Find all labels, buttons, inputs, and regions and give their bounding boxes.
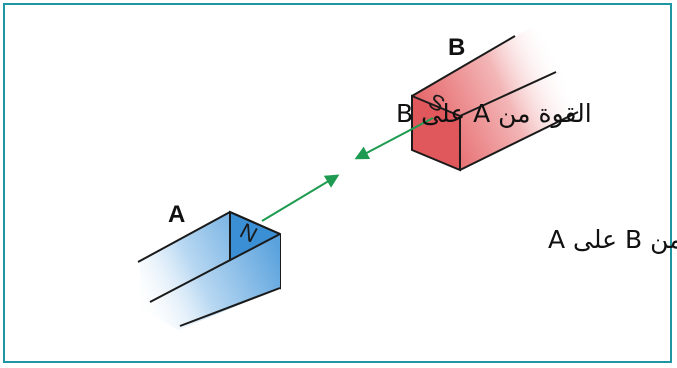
magnet-a-face-top-edge <box>229 211 281 235</box>
magnet-a-edge-middle <box>149 233 281 303</box>
magnet-b-edge-middle <box>459 71 557 117</box>
magnet-a: N A <box>137 201 281 330</box>
magnet-b-label: B <box>448 34 465 61</box>
force-arrow-b-on-a <box>261 174 340 222</box>
force-label-a-on-b: القوة من A على B <box>396 99 592 128</box>
magnet-a-edge-bottom <box>179 287 281 327</box>
magnet-a-end-side <box>140 262 178 330</box>
magnet-a-body-side <box>178 234 280 330</box>
force-label-b-on-a: القوة من B على A <box>548 225 677 254</box>
magnet-b-edge-bottom <box>459 111 579 171</box>
magnet-b-edge-top <box>411 35 516 97</box>
magnet-b: S B <box>411 28 580 172</box>
magnet-a-label: A <box>168 201 185 228</box>
magnet-a-edge-top <box>137 211 231 263</box>
magnet-b-top-side <box>412 28 580 116</box>
force-arrow-a-on-b <box>354 117 434 160</box>
magnet-b-body-side <box>460 52 580 170</box>
magnet-b-pole-face <box>411 94 461 172</box>
